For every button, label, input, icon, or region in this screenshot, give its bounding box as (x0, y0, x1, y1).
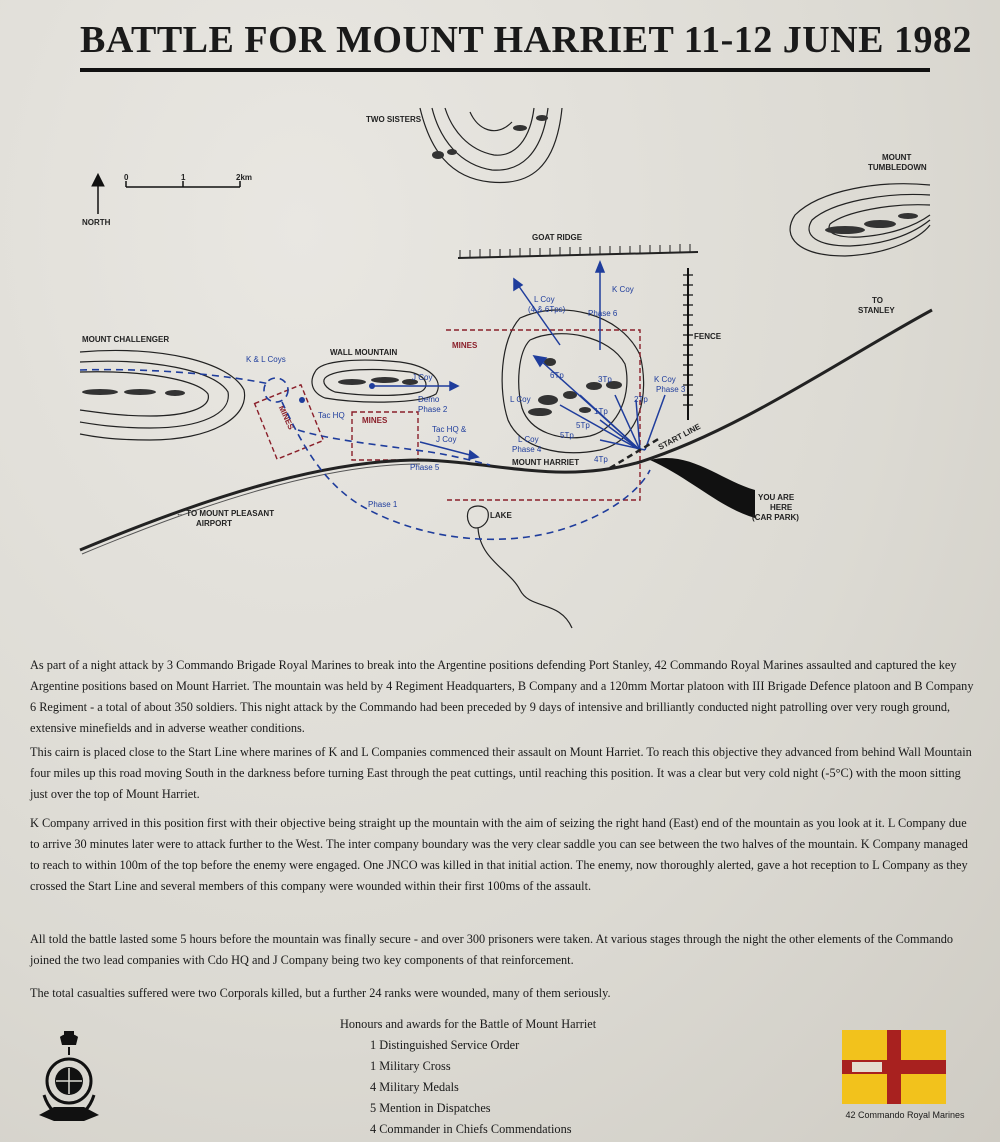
label-phase5: Phase 5 (410, 463, 440, 472)
attack-routes (79, 368, 651, 541)
label-lake: LAKE (490, 511, 512, 520)
label-tp-4: 4Tp (594, 455, 608, 464)
label-you-are-here-3: (CAR PARK) (752, 513, 799, 522)
label-wall-mountain: WALL MOUNTAIN (330, 348, 397, 357)
label-l-coy-top-2: (4 & 6Tps) (528, 305, 566, 314)
paragraph-intro: As part of a night attack by 3 Commando … (30, 658, 974, 735)
scale-tick-0: 0 (124, 173, 129, 182)
label-mount-challenger: MOUNT CHALLENGER (82, 335, 169, 344)
label-tac-hq-j-2: J Coy (436, 435, 456, 444)
honour-item: 1 Military Cross (370, 1059, 451, 1073)
label-mines-2: MINES (362, 416, 388, 425)
label-k-coy-phase3-1: K Coy (654, 375, 676, 384)
label-to-mount-pleasant-1: ← TO MOUNT PLEASANT (176, 509, 274, 518)
paragraph-casualties: The total casualties suffered were two C… (30, 986, 611, 1000)
label-phase1: Phase 1 (368, 500, 398, 509)
tumbledown-rocks (825, 213, 918, 234)
goat-ridge-hachures (459, 244, 691, 258)
label-mines-1: MINES (277, 404, 296, 431)
paragraph-k-company: K Company arrived in this position first… (30, 816, 968, 893)
label-j-coy: J Coy (412, 373, 432, 382)
label-tp-2: 2Tp (634, 395, 648, 404)
label-to-mount-pleasant-2: AIRPORT (196, 519, 232, 528)
label-goat-ridge: GOAT RIDGE (532, 233, 583, 242)
scale-tick-1: 1 (181, 173, 186, 182)
label-k-coy-phase3-2: Phase 3 (656, 385, 686, 394)
lake (466, 505, 573, 629)
honour-item: 1 Distinguished Service Order (370, 1038, 520, 1052)
wall-mountain-rocks (338, 377, 418, 385)
you-are-here-arrow (650, 457, 755, 518)
label-tumbledown-2: TUMBLEDOWN (868, 163, 927, 172)
paragraph-cairn: This cairn is placed close to the Start … (30, 745, 972, 801)
badge-caption: 42 Commando Royal Marines (845, 1110, 965, 1120)
royal-marines-crest-icon (39, 1031, 99, 1121)
two-sisters-rocks (432, 115, 548, 159)
label-tp-5b: 5Tp (560, 431, 574, 440)
label-tac-hq: Tac HQ (318, 411, 345, 420)
label-mount-harriet: MOUNT HARRIET (512, 458, 579, 467)
battle-map: TWO SISTERS MOUNT TUMBLEDOWN NORTH 0 1 2 (79, 107, 933, 629)
north-arrow (91, 172, 105, 214)
scale-bar (125, 181, 241, 188)
wall-mountain-contours (311, 359, 439, 403)
label-to-stanley-1: TO (872, 296, 883, 305)
honour-item: 4 Commander in Chiefs Commendations (370, 1122, 572, 1136)
label-you-are-here-1: YOU ARE (758, 493, 795, 502)
two-sisters-contours (419, 107, 563, 184)
road (79, 308, 933, 552)
label-demo: Demo (418, 395, 440, 404)
honour-item: 4 Military Medals (370, 1080, 459, 1094)
label-l-coy-phase4-2: Phase 4 (512, 445, 542, 454)
label-tp-6: 6Tp (550, 371, 564, 380)
goat-ridge-line (457, 251, 699, 259)
label-phase6: Phase 6 (588, 309, 618, 318)
label-you-are-here-2: HERE (770, 503, 793, 512)
label-l-coy-left: L Coy (510, 395, 531, 404)
fence-line (683, 268, 693, 420)
label-kl-coys: K & L Coys (246, 355, 286, 364)
title-underline (80, 68, 930, 72)
label-l-coy-phase4-1: L Coy (518, 435, 539, 444)
harriet-contours (501, 309, 645, 454)
honours-title: Honours and awards for the Battle of Mou… (340, 1017, 597, 1031)
label-phase2: Phase 2 (418, 405, 448, 414)
page-title: BATTLE FOR MOUNT HARRIET 11-12 JUNE 1982 (80, 19, 972, 61)
label-tp-5a: 5Tp (576, 421, 590, 430)
label-fence: FENCE (694, 332, 722, 341)
assault-arrows (372, 259, 666, 460)
paragraph-battle-length: All told the battle lasted some 5 hours … (30, 932, 954, 967)
label-two-sisters: TWO SISTERS (366, 115, 422, 124)
honour-item: 5 Mention in Dispatches (370, 1101, 491, 1115)
harriet-rocks (528, 358, 622, 416)
challenger-rocks (82, 389, 185, 396)
label-tp-3: 3Tp (598, 375, 612, 384)
honours-list: Honours and awards for the Battle of Mou… (340, 1014, 760, 1140)
label-tp-1: 1Tp (594, 407, 608, 416)
challenger-contours (79, 349, 246, 441)
minefields (253, 329, 641, 501)
label-to-stanley-2: STANLEY (858, 306, 895, 315)
commando-flag-icon (842, 1030, 946, 1104)
label-north: NORTH (82, 218, 111, 227)
tumbledown-contours (789, 183, 931, 257)
label-tac-hq-j-1: Tac HQ & (432, 425, 467, 434)
scale-tick-2: 2km (236, 173, 252, 182)
label-mines-3: MINES (452, 341, 478, 350)
label-k-coy-top: K Coy (612, 285, 634, 294)
label-tumbledown-1: MOUNT (882, 153, 911, 162)
label-l-coy-top-1: L Coy (534, 295, 555, 304)
